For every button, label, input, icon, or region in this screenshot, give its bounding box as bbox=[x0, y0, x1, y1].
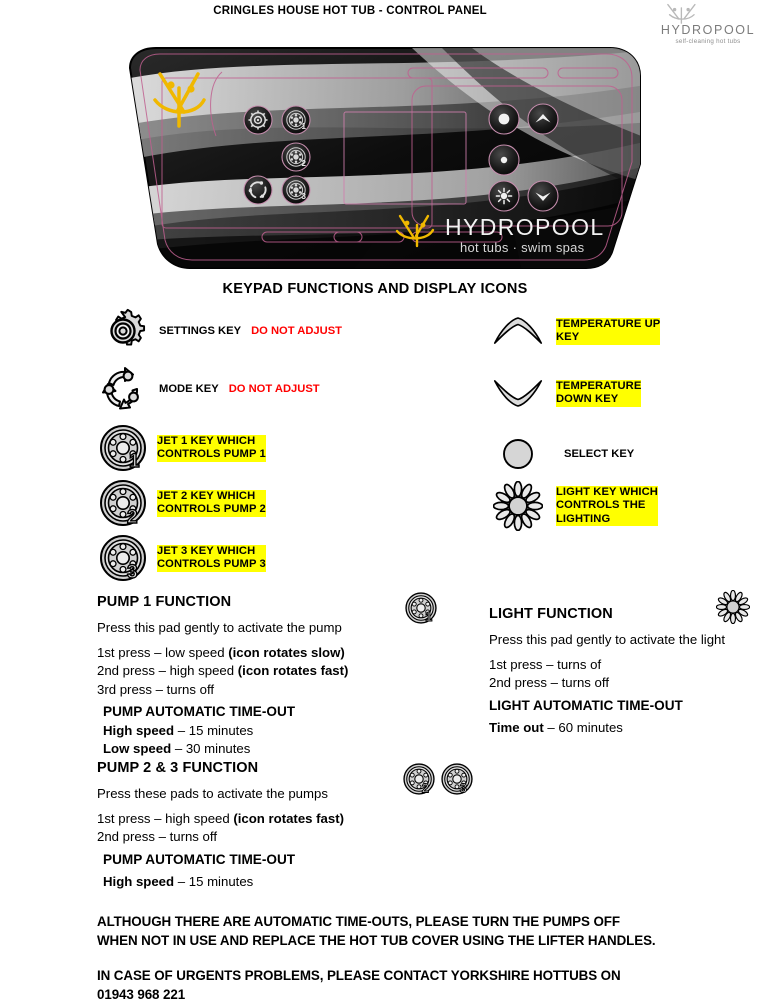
light-step-2: 2nd press – turns off bbox=[489, 675, 609, 690]
pump-1-timeout-2: Low speed – 30 minutes bbox=[103, 741, 251, 756]
svg-text:hot tubs · swim spas: hot tubs · swim spas bbox=[460, 240, 585, 255]
light-step-1: 1st press – turns of bbox=[489, 656, 602, 672]
legend-item-jet-3-key: 3 JET 3 KEY WHICH CONTROLS PUMP 3 bbox=[97, 532, 266, 584]
legend-item-jet-1-key: 1 JET 1 KEY WHICH CONTROLS PUMP 1 bbox=[97, 422, 266, 474]
pump-2-3-step-1: 1st press – high speed (icon rotates fas… bbox=[97, 810, 345, 826]
control-panel-image: 1 2 bbox=[112, 44, 652, 272]
legend-item-settings-key: SETTINGS KEY DO NOT ADJUST bbox=[97, 305, 342, 357]
legend-item-mode-key: MODE KEY DO NOT ADJUST bbox=[97, 363, 320, 415]
jet-icon-2: 2 bbox=[97, 477, 149, 529]
gear-icon bbox=[97, 305, 149, 357]
footer-line-2: WHEN NOT IN USE AND REPLACE THE HOT TUB … bbox=[97, 933, 656, 948]
chevron-up-icon bbox=[492, 305, 544, 357]
pump-1-timeout-1: High speed – 15 minutes bbox=[103, 722, 254, 738]
panel-brand: HYDROPOOL hot tubs · swim spas bbox=[395, 214, 605, 255]
legend-warning-mode: DO NOT ADJUST bbox=[228, 383, 320, 395]
page-title: CRINGLES HOUSE HOT TUB - CONTROL PANEL bbox=[213, 5, 487, 17]
jet-icon-1: 1 bbox=[97, 422, 149, 474]
legend-label-jet-3: JET 3 KEY WHICH CONTROLS PUMP 3 bbox=[157, 544, 266, 572]
light-intro: Press this pad gently to activate the li… bbox=[489, 632, 726, 647]
light-timeout-heading: LIGHT AUTOMATIC TIME-OUT bbox=[489, 697, 683, 713]
legend-label-settings: SETTINGS KEY bbox=[159, 325, 242, 337]
legend-label-temp-down: TEMPERATURE DOWN KEY bbox=[556, 379, 642, 407]
pump-1-step-1: 1st press – low speed (icon rotates slow… bbox=[97, 644, 345, 660]
svg-text:1: 1 bbox=[425, 609, 432, 624]
pump-1-intro: Press this pad gently to activate the pu… bbox=[97, 620, 342, 635]
footer-line-1: ALTHOUGH THERE ARE AUTOMATIC TIME-OUTS, … bbox=[97, 914, 620, 929]
pump-2-3-function-block: PUMP 2 & 3 FUNCTION Press these pads to … bbox=[97, 760, 437, 892]
jet-icon-3: 3 bbox=[97, 532, 149, 584]
jet-icon-2-inline: 2 bbox=[403, 763, 435, 796]
legend-item-jet-2-key: 2 JET 2 KEY WHICH CONTROLS PUMP 2 bbox=[97, 477, 266, 529]
svg-text:1: 1 bbox=[129, 451, 140, 472]
pump-1-function-block: PUMP 1 FUNCTION Press this pad gently to… bbox=[97, 594, 437, 759]
pump-2-3-inline-icons: 2 3 bbox=[402, 762, 474, 796]
chevron-down-icon bbox=[492, 367, 544, 419]
legend-warning-settings: DO NOT ADJUST bbox=[251, 325, 343, 337]
panel-logo-mark-icon bbox=[153, 72, 206, 128]
pump-2-3-intro: Press these pads to activate the pumps bbox=[97, 786, 328, 801]
pump-2-3-timeout-heading: PUMP AUTOMATIC TIME-OUT bbox=[103, 851, 296, 867]
svg-text:3: 3 bbox=[460, 781, 467, 796]
footer-phone-number: 01943 968 221 bbox=[97, 987, 186, 1002]
legend-label-select: SELECT KEY bbox=[564, 448, 635, 460]
light-inline-icon bbox=[715, 589, 751, 629]
legend-item-light-key: LIGHT KEY WHICH CONTROLS THE LIGHTING bbox=[492, 480, 658, 532]
flower-icon bbox=[492, 480, 544, 532]
pump-2-3-step-2: 2nd press – turns off bbox=[97, 829, 217, 844]
legend-label-jet-1: JET 1 KEY WHICH CONTROLS PUMP 1 bbox=[157, 434, 266, 462]
legend-label-temp-up: TEMPERATURE UP KEY bbox=[556, 317, 661, 345]
legend-item-temperature-down-key: TEMPERATURE DOWN KEY bbox=[492, 367, 642, 419]
mode-cycle-icon bbox=[97, 363, 149, 415]
svg-text:3: 3 bbox=[302, 192, 307, 201]
svg-text:1: 1 bbox=[302, 122, 307, 131]
keypad-legend: SETTINGS KEY DO NOT ADJUST MODE KEY DO N bbox=[0, 300, 768, 583]
legend-item-select-key: SELECT KEY bbox=[492, 428, 634, 480]
pump-1-inline-icon: 1 bbox=[404, 591, 438, 630]
footer-notice: ALTHOUGH THERE ARE AUTOMATIC TIME-OUTS, … bbox=[97, 912, 757, 1004]
circle-icon bbox=[492, 428, 544, 480]
pump-2-3-timeout-1: High speed – 15 minutes bbox=[103, 874, 254, 889]
svg-text:HYDROPOOL: HYDROPOOL bbox=[445, 214, 605, 240]
hydropool-wordmark: HYDROPOOL bbox=[660, 23, 756, 37]
light-heading: LIGHT FUNCTION bbox=[489, 606, 613, 622]
legend-item-temperature-up-key: TEMPERATURE UP KEY bbox=[492, 305, 661, 357]
pump-2-3-heading: PUMP 2 & 3 FUNCTION bbox=[97, 760, 259, 776]
hydropool-logo: HYDROPOOL self-cleaning hot tubs bbox=[656, 2, 760, 46]
pump-1-heading: PUMP 1 FUNCTION bbox=[97, 594, 232, 610]
light-function-block: LIGHT FUNCTION Press this pad gently to … bbox=[489, 606, 768, 738]
pump-1-step-2: 2nd press – high speed (icon rotates fas… bbox=[97, 663, 349, 678]
legend-label-jet-2: JET 2 KEY WHICH CONTROLS PUMP 2 bbox=[157, 489, 266, 517]
legend-label-light: LIGHT KEY WHICH CONTROLS THE LIGHTING bbox=[556, 485, 658, 527]
legend-label-mode: MODE KEY bbox=[159, 383, 219, 395]
svg-text:3: 3 bbox=[127, 562, 138, 583]
legend-title: KEYPAD FUNCTIONS AND DISPLAY ICONS bbox=[222, 281, 528, 297]
jet-icon-3-inline: 3 bbox=[441, 763, 473, 796]
footer-line-3: IN CASE OF URGENTS PROBLEMS, PLEASE CONT… bbox=[97, 968, 621, 983]
pump-1-timeout-heading: PUMP AUTOMATIC TIME-OUT bbox=[103, 704, 296, 719]
svg-text:2: 2 bbox=[127, 507, 138, 528]
svg-text:2: 2 bbox=[422, 781, 429, 796]
svg-text:2: 2 bbox=[302, 159, 307, 168]
pump-1-step-3: 3rd press – turns off bbox=[97, 681, 215, 697]
light-timeout-1: Time out – 60 minutes bbox=[489, 720, 623, 735]
hydropool-mark-icon bbox=[667, 3, 696, 24]
hydropool-tagline: self-cleaning hot tubs bbox=[675, 38, 741, 45]
